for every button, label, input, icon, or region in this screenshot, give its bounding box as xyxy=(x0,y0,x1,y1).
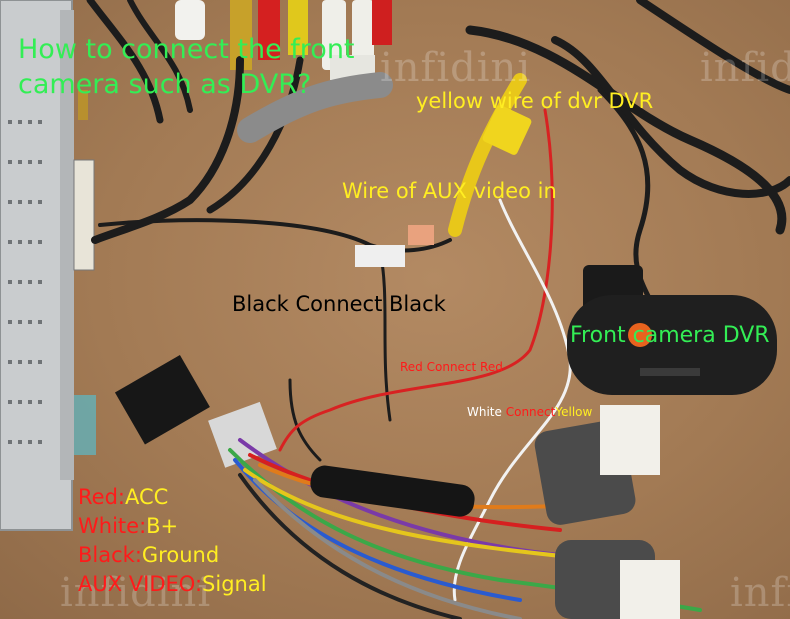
grey-cable xyxy=(237,72,393,143)
dvr-camera xyxy=(567,265,777,395)
watermark: infidini xyxy=(700,45,790,91)
head-unit xyxy=(0,0,96,531)
watermark: infidini xyxy=(60,570,212,616)
legend-row: White:B+ xyxy=(78,514,179,538)
wire-legend: Red:ACC White:B+ Black:Ground AUX VIDEO:… xyxy=(78,483,267,599)
black-cables xyxy=(86,0,790,462)
legend-row: Red:ACC xyxy=(78,485,169,509)
legend-key: Black xyxy=(78,543,135,567)
legend-value: Ground xyxy=(141,543,220,567)
harness-plug xyxy=(114,355,277,468)
legend-value: Signal xyxy=(202,572,267,596)
legend-row: AUX VIDEO:Signal xyxy=(78,572,267,596)
aux-video-in-label: Wire of AUX video in xyxy=(342,179,557,203)
rca-plugs xyxy=(175,0,392,80)
legend-key: AUX VIDEO xyxy=(78,572,195,596)
legend-key: White xyxy=(78,514,140,538)
legend-value: B+ xyxy=(146,514,179,538)
foam-connectors xyxy=(534,405,680,619)
watermark: infidini xyxy=(730,570,790,616)
diagram-title: How to connect the front camera such as … xyxy=(18,34,355,100)
white-connect-label: White ConnectYellow xyxy=(467,406,592,418)
black-connect-label: Black Connect Black xyxy=(232,292,446,316)
legend-value: ACC xyxy=(124,485,169,509)
fuse-holder xyxy=(310,465,475,517)
camera-tag xyxy=(355,245,405,267)
white-word: White xyxy=(467,405,502,419)
front-camera-label: Front camera DVR xyxy=(570,323,770,348)
harness-wires xyxy=(228,438,702,619)
connector-tag xyxy=(408,225,434,245)
yellow-word: Yellow xyxy=(555,405,593,419)
legend-row: Black:Ground xyxy=(78,543,220,567)
connect-word: Connect xyxy=(505,405,556,419)
legend-key: Red xyxy=(78,485,118,509)
yellow-wire-label: yellow wire of dvr DVR xyxy=(416,89,654,113)
yellow-rca xyxy=(448,73,532,237)
red-connect-label: Red Connect Red xyxy=(400,360,503,374)
watermark: infidini xyxy=(380,45,532,91)
